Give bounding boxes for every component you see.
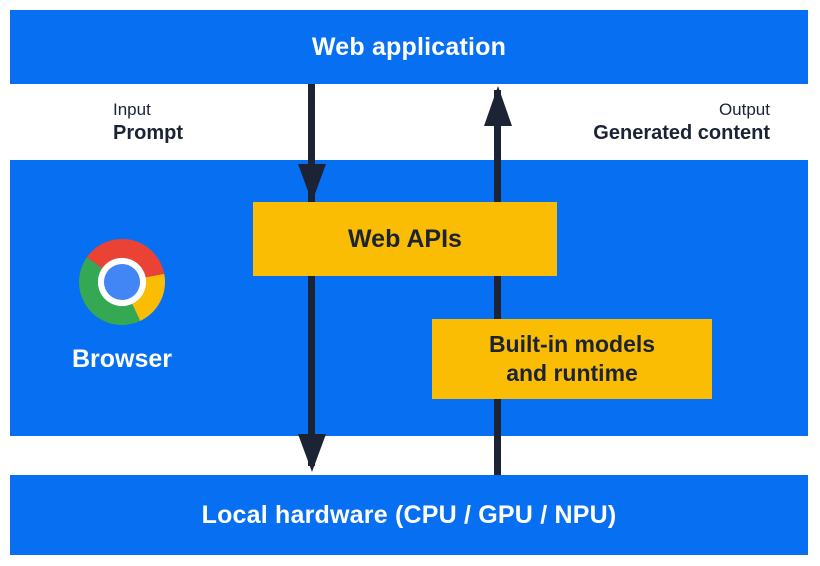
up-arrowhead-icon (484, 86, 512, 126)
up-arrow-line (494, 90, 501, 475)
output-title: Output (718, 100, 770, 119)
builtin-models-label-line1: Built-in models (488, 331, 656, 357)
down-arrowhead-icon (298, 164, 326, 202)
local-hardware-label: Local hardware (CPU / GPU / NPU) (201, 501, 617, 529)
input-annotation: Input Prompt (113, 99, 183, 145)
web-apis-box: Web APIs (253, 202, 557, 276)
builtin-models-label-line2: and runtime (506, 360, 638, 386)
down-arrowhead-icon (298, 434, 326, 472)
prompt-label: Prompt (113, 122, 183, 144)
generated-content-label: Generated content (593, 122, 770, 144)
web-apis-label: Web APIs (348, 224, 462, 253)
web-application-label: Web application (311, 33, 507, 61)
browser-label: Browser (71, 345, 173, 373)
chrome-icon-blue-center (103, 263, 141, 301)
chrome-browser-icon (79, 239, 165, 325)
web-application-bar (10, 10, 808, 84)
builtin-models-box: Built-in models and runtime (432, 319, 712, 399)
local-hardware-bar (10, 475, 808, 555)
input-title: Input (113, 100, 151, 119)
output-annotation: Output Generated content (593, 99, 770, 145)
